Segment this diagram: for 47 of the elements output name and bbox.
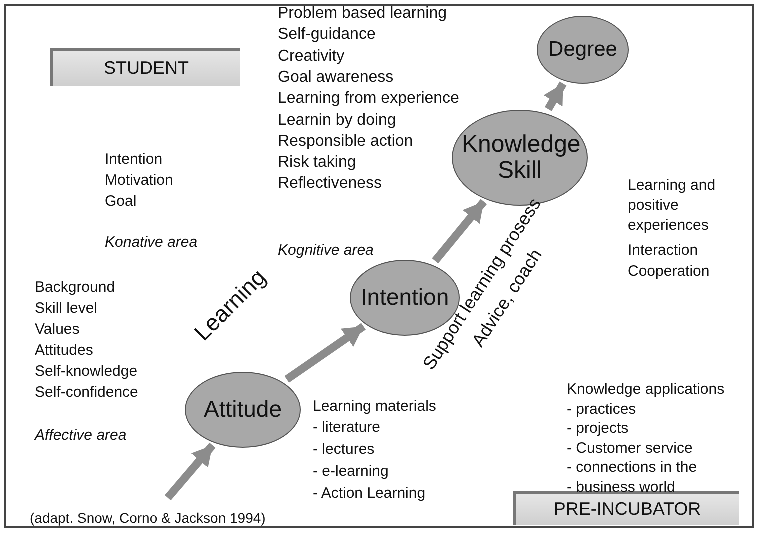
list-item: Attitudes: [35, 341, 94, 361]
title-box: [50, 48, 240, 86]
area-label: Kognitive area: [278, 241, 374, 261]
node-label: Attitude: [203, 397, 283, 423]
list-item: Skill level: [35, 299, 98, 319]
list-item: Values: [35, 320, 80, 340]
list-item: Learning and positive experiences: [628, 176, 717, 236]
list-item: Learning from experience: [278, 89, 460, 110]
list-item: Motivation: [105, 171, 174, 191]
list-item: Reflectiveness: [278, 174, 382, 194]
list-item: - projects: [567, 419, 629, 439]
list-item: Problem based learning: [278, 4, 447, 24]
list-item: Learning materials: [313, 397, 436, 417]
area-label: Affective area: [35, 426, 127, 446]
list-item: Intention: [105, 150, 163, 170]
list-item: Learnin by doing: [278, 110, 396, 130]
list-item: - practices: [567, 400, 636, 420]
list-item: Goal awareness: [278, 68, 394, 88]
list-item: Interaction: [628, 241, 698, 261]
list-item: - lectures: [313, 440, 375, 460]
arrow: [164, 442, 216, 501]
list-item: Self-knowledge: [35, 362, 138, 382]
list-item: - Action Learning: [313, 484, 426, 504]
list-item: Creativity: [278, 46, 345, 67]
list-item: Cooperation: [628, 262, 710, 282]
arrow: [284, 323, 366, 383]
arrow: [544, 82, 567, 112]
arrow: [432, 199, 488, 264]
list-item: - e-learning: [313, 462, 389, 482]
node-label: PRE-INCUBATOR: [552, 499, 702, 520]
list-item: Goal: [105, 192, 137, 212]
node-label: Degree: [548, 38, 618, 62]
list-item: Knowledge applications: [567, 380, 725, 400]
list-item: - connections in the: [567, 458, 698, 478]
node-label: Knowledge Skill: [462, 132, 578, 184]
list-item: - literature: [313, 418, 381, 438]
list-item: Risk taking: [278, 153, 356, 174]
list-item: Responsible action: [278, 132, 414, 152]
list-item: Self-guidance: [278, 25, 376, 46]
node-label: STUDENT: [103, 58, 190, 79]
list-item: - Customer service: [567, 438, 693, 458]
area-label: Konative area: [105, 233, 198, 253]
title-box: [513, 491, 739, 525]
list-item: Self-confidence: [35, 383, 138, 403]
list-item: Background: [35, 278, 116, 298]
node-label: Intention: [360, 285, 450, 311]
source-caption: (adapt. Snow, Corno & Jackson 1994): [30, 509, 266, 528]
